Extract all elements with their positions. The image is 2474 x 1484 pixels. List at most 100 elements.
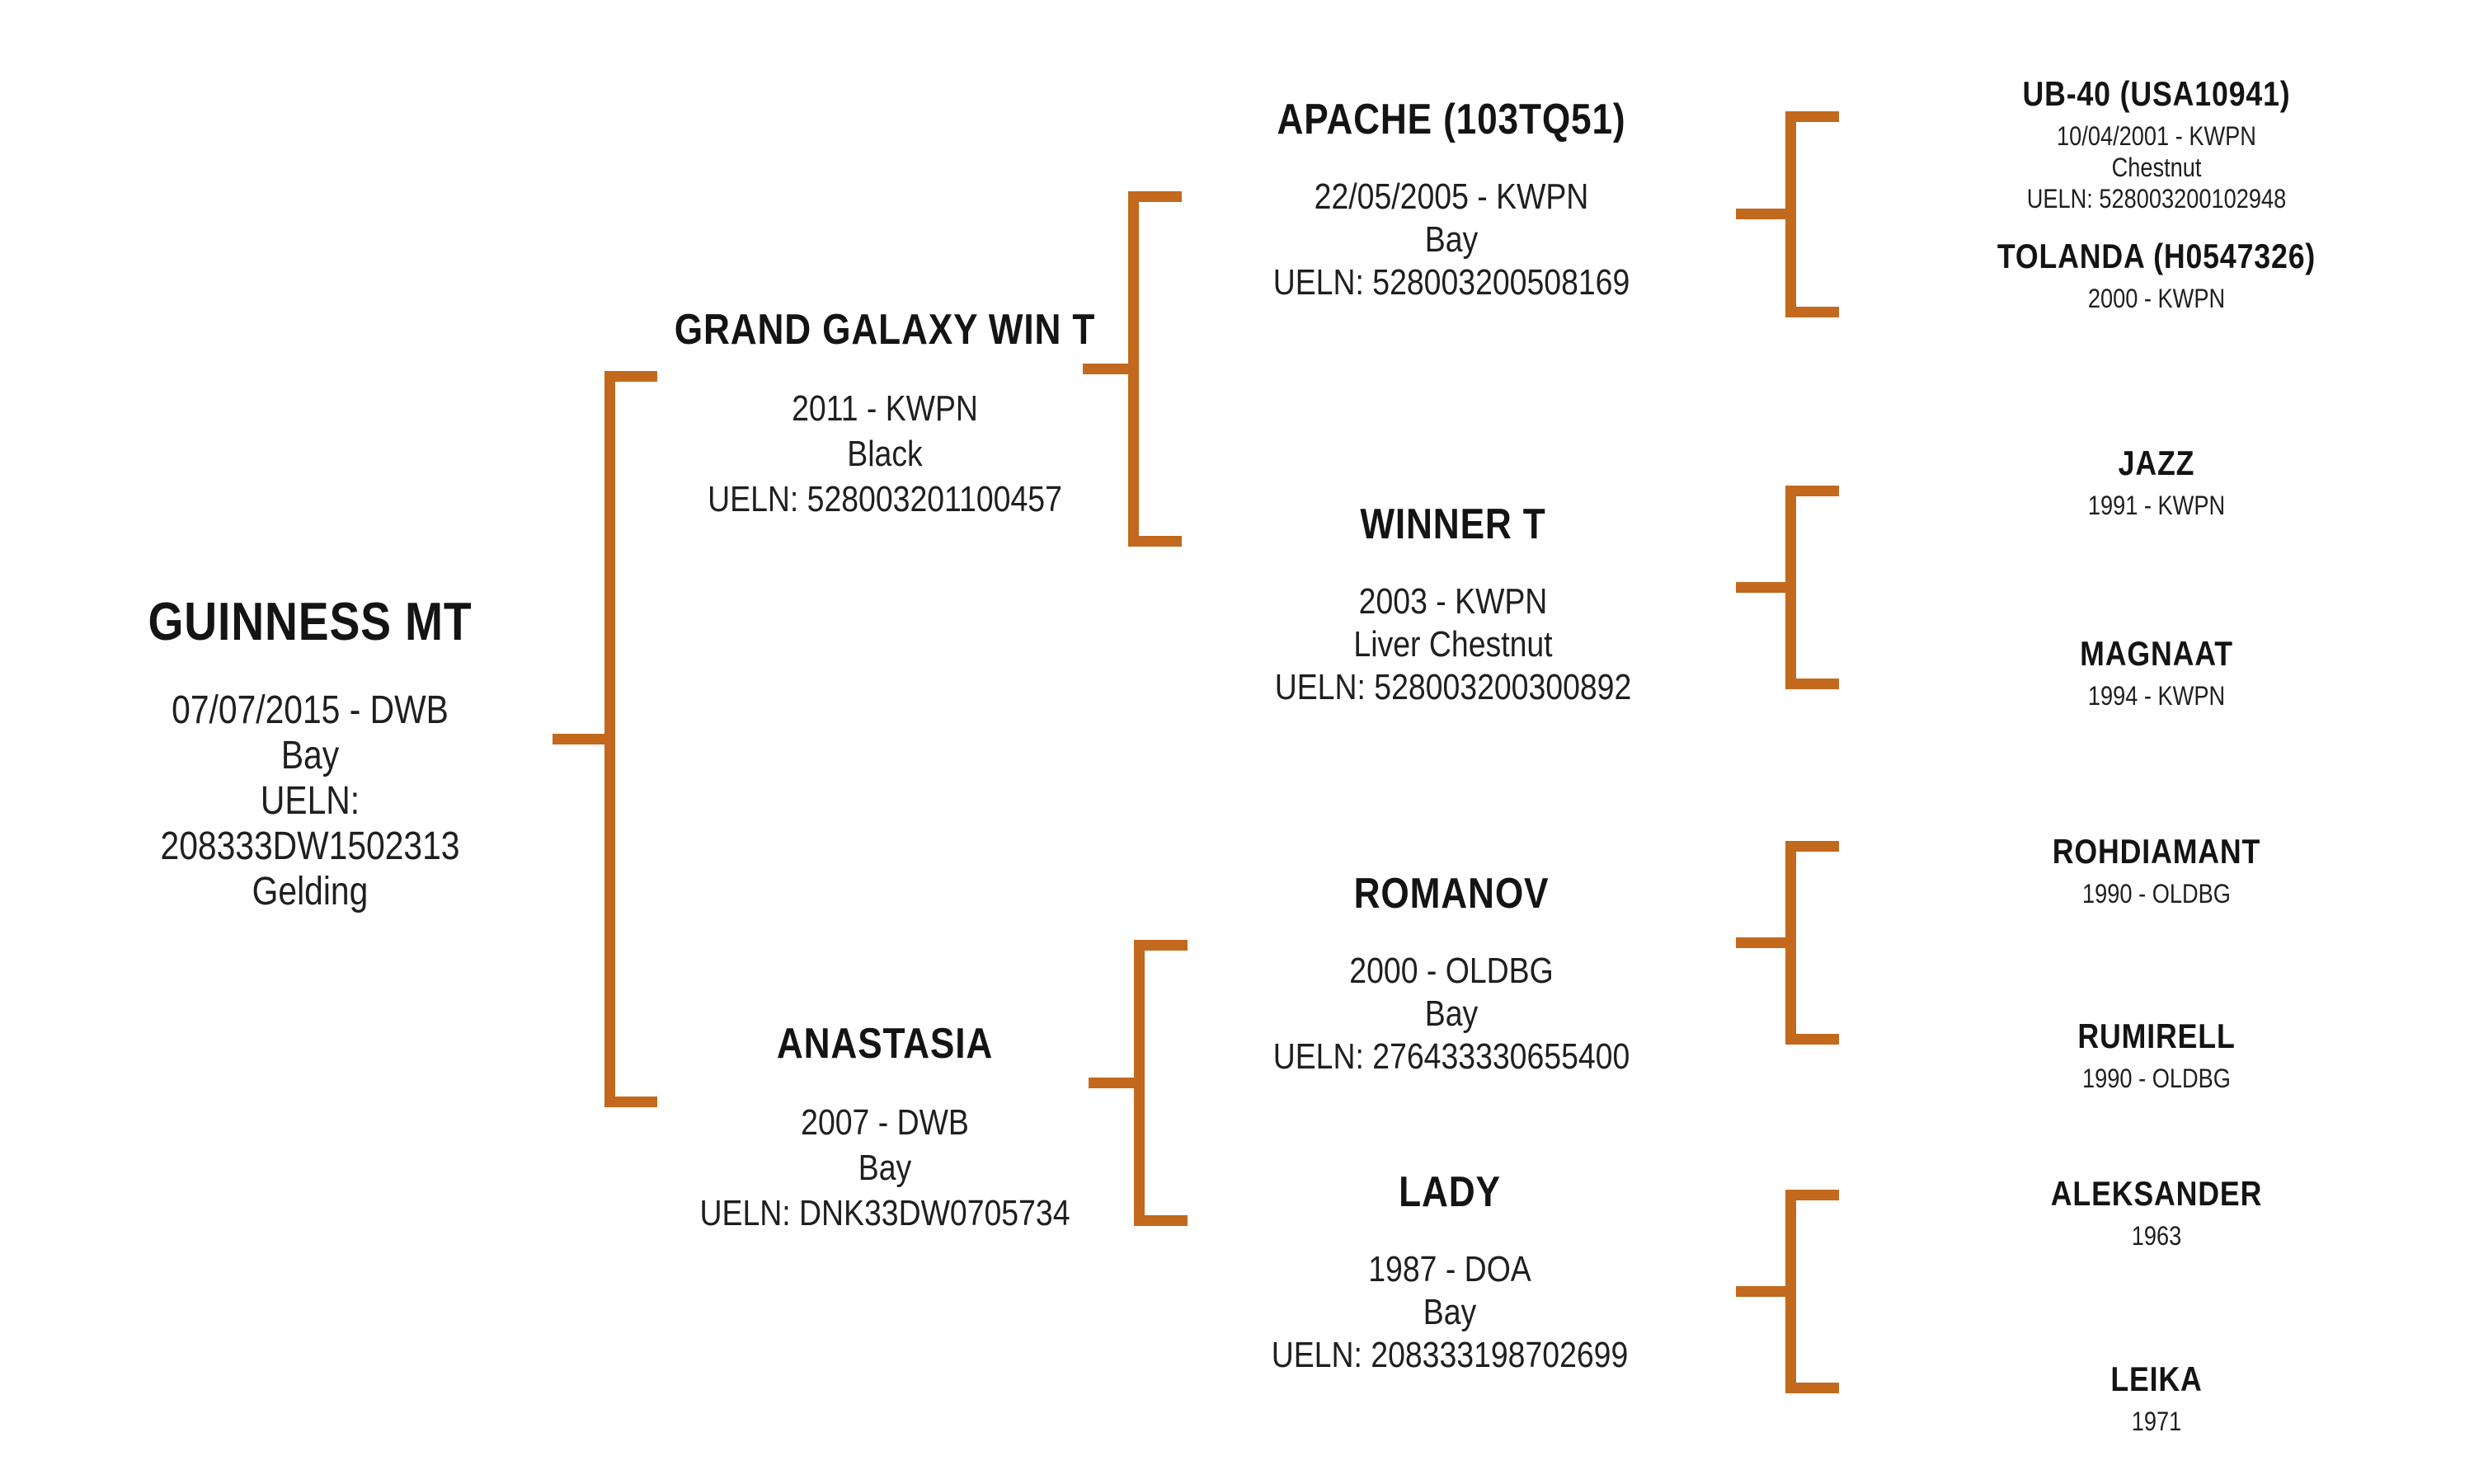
horse-name: TOLANDA (H0547326)	[1997, 237, 2316, 275]
horse-detail: Liver Chestnut	[1353, 624, 1553, 665]
horse-details: 1990 - OLDBG	[2077, 1063, 2235, 1094]
connector-top-stub	[1128, 191, 1182, 202]
horse-card-grand-galaxy-win-t: GRAND GALAXY WIN T 2011 - KWPN Black UEL…	[675, 306, 1096, 522]
connector-top-stub	[1785, 111, 1839, 122]
horse-detail: 1990 - OLDBG	[2082, 1064, 2231, 1093]
horse-detail: UELN: 208333198702699	[1271, 1335, 1629, 1375]
connector-feeder-line	[1089, 1078, 1134, 1088]
horse-details: 2011 - KWPN Black UELN: 528003201100457	[675, 386, 1096, 522]
horse-detail: UELN: DNK33DW0705734	[699, 1193, 1070, 1233]
connector-vertical-line	[1128, 191, 1139, 547]
horse-detail: UELN: 528003200300892	[1274, 667, 1632, 707]
horse-detail: 1990 - OLDBG	[2082, 879, 2231, 909]
connector-bottom-stub	[1785, 1383, 1839, 1393]
connector-vertical-line	[1785, 111, 1796, 317]
horse-name: ROMANOV	[1353, 870, 1550, 918]
connector-top-stub	[1785, 486, 1839, 496]
connector-bottom-stub	[1785, 679, 1839, 689]
horse-detail: 1994 - KWPN	[2087, 681, 2226, 711]
horse-card-rohdiamant: ROHDIAMANT 1990 - OLDBG	[2053, 832, 2260, 909]
horse-card-aleksander: ALEKSANDER 1963	[2051, 1174, 2262, 1252]
horse-card-winner-t: WINNER T 2003 - KWPN Liver Chestnut UELN…	[1275, 500, 1632, 709]
horse-details: 1991 - KWPN	[2088, 490, 2225, 521]
connector-feeder-line	[1736, 582, 1785, 593]
horse-card-rumirell: RUMIRELL 1990 - OLDBG	[2077, 1017, 2235, 1094]
horse-detail: 1963	[2131, 1221, 2182, 1251]
horse-name: WINNER T	[1360, 500, 1546, 548]
horse-detail: 2011 - KWPN	[792, 388, 978, 429]
horse-detail: 1971	[2131, 1407, 2182, 1436]
horse-card-magnaat: MAGNAAT 1994 - KWPN	[2080, 634, 2233, 711]
horse-card-romanov: ROMANOV 2000 - OLDBG Bay UELN: 276433330…	[1273, 870, 1630, 1078]
connector-bottom-stub	[604, 1097, 657, 1107]
horse-card-leika: LEIKA 1971	[2110, 1360, 2202, 1437]
horse-name: ALEKSANDER	[2050, 1174, 2263, 1213]
horse-name: UB-40 (USA10941)	[2022, 74, 2291, 113]
horse-detail: 07/07/2015 - DWB	[172, 688, 449, 732]
connector-top-stub	[1134, 940, 1188, 951]
horse-name: APACHE (103TQ51)	[1277, 96, 1626, 143]
horse-detail: 22/05/2005 - KWPN	[1314, 176, 1589, 217]
connector-bottom-stub	[1785, 1034, 1839, 1045]
horse-detail: 208333DW1502313	[160, 824, 460, 868]
horse-details: 1987 - DOA Bay UELN: 208333198702699	[1272, 1248, 1629, 1377]
horse-detail: UELN: 528003200508169	[1272, 262, 1630, 303]
horse-details: 1963	[2051, 1220, 2262, 1252]
horse-detail: Bay	[1424, 219, 1479, 260]
horse-details: 1994 - KWPN	[2080, 680, 2233, 711]
horse-card-apache: APACHE (103TQ51) 22/05/2005 - KWPN Bay U…	[1273, 96, 1630, 304]
horse-name: GUINNESS MT	[148, 591, 473, 651]
horse-detail: 2003 - KWPN	[1358, 581, 1548, 622]
connector-top-stub	[1785, 1190, 1839, 1200]
horse-details: 07/07/2015 - DWB Bay UELN: 208333DW15023…	[148, 688, 472, 914]
connector-vertical-line	[1785, 1190, 1796, 1393]
horse-detail: 10/04/2001 - KWPN	[2057, 121, 2256, 151]
connector-feeder-line	[1083, 364, 1128, 374]
horse-card-ub-40: UB-40 (USA10941) 10/04/2001 - KWPN Chest…	[2022, 74, 2290, 214]
horse-detail: Black	[847, 434, 923, 474]
horse-detail: UELN: 528003201100457	[708, 479, 1062, 519]
horse-card-guinness-mt: GUINNESS MT 07/07/2015 - DWB Bay UELN: 2…	[148, 590, 472, 914]
horse-name: RUMIRELL	[2077, 1017, 2236, 1055]
connector-top-stub	[604, 371, 657, 382]
connector-bottom-stub	[1134, 1215, 1188, 1226]
horse-card-jazz: JAZZ 1991 - KWPN	[2088, 444, 2225, 521]
horse-detail: 1987 - DOA	[1368, 1249, 1531, 1289]
connector-vertical-line	[604, 371, 615, 1107]
horse-detail: Bay	[280, 734, 340, 777]
connector-feeder-line	[1736, 937, 1785, 948]
horse-name: GRAND GALAXY WIN T	[674, 306, 1096, 354]
horse-detail: Chestnut	[2111, 153, 2202, 182]
horse-details: 2007 - DWB Bay UELN: DNK33DW0705734	[699, 1100, 1070, 1236]
horse-detail: UELN: 276433330655400	[1272, 1036, 1630, 1077]
horse-detail: 2000 - KWPN	[2087, 284, 2226, 313]
horse-detail: 2000 - OLDBG	[1349, 951, 1554, 991]
horse-detail: Bay	[858, 1148, 912, 1188]
horse-details: 1990 - OLDBG	[2053, 878, 2260, 909]
horse-details: 2000 - KWPN	[1997, 283, 2316, 314]
horse-name: MAGNAAT	[2080, 634, 2233, 673]
horse-details: 2003 - KWPN Liver Chestnut UELN: 5280032…	[1275, 580, 1632, 709]
horse-details: 1971	[2110, 1406, 2202, 1437]
horse-detail: 2007 - DWB	[801, 1102, 969, 1143]
connector-vertical-line	[1785, 841, 1796, 1045]
horse-name: ANASTASIA	[776, 1020, 994, 1068]
horse-detail: Bay	[1423, 1292, 1477, 1332]
horse-name: LEIKA	[2110, 1360, 2203, 1398]
horse-name: LADY	[1399, 1168, 1501, 1216]
horse-detail: Bay	[1424, 993, 1479, 1034]
horse-details: 10/04/2001 - KWPN Chestnut UELN: 5280032…	[2022, 120, 2290, 214]
connector-bottom-stub	[1785, 307, 1839, 317]
horse-detail: 1991 - KWPN	[2087, 491, 2226, 520]
connector-feeder-line	[553, 734, 604, 744]
connector-vertical-line	[1785, 486, 1796, 689]
horse-name: ROHDIAMANT	[2052, 832, 2261, 871]
horse-detail: Gelding	[252, 870, 369, 913]
connector-top-stub	[1785, 841, 1839, 852]
connector-bottom-stub	[1128, 536, 1182, 547]
horse-card-lady: LADY 1987 - DOA Bay UELN: 20833319870269…	[1272, 1168, 1629, 1377]
connector-feeder-line	[1736, 1286, 1785, 1297]
horse-detail: UELN: 528003200102948	[2026, 184, 2287, 214]
horse-details: 2000 - OLDBG Bay UELN: 276433330655400	[1273, 950, 1630, 1078]
